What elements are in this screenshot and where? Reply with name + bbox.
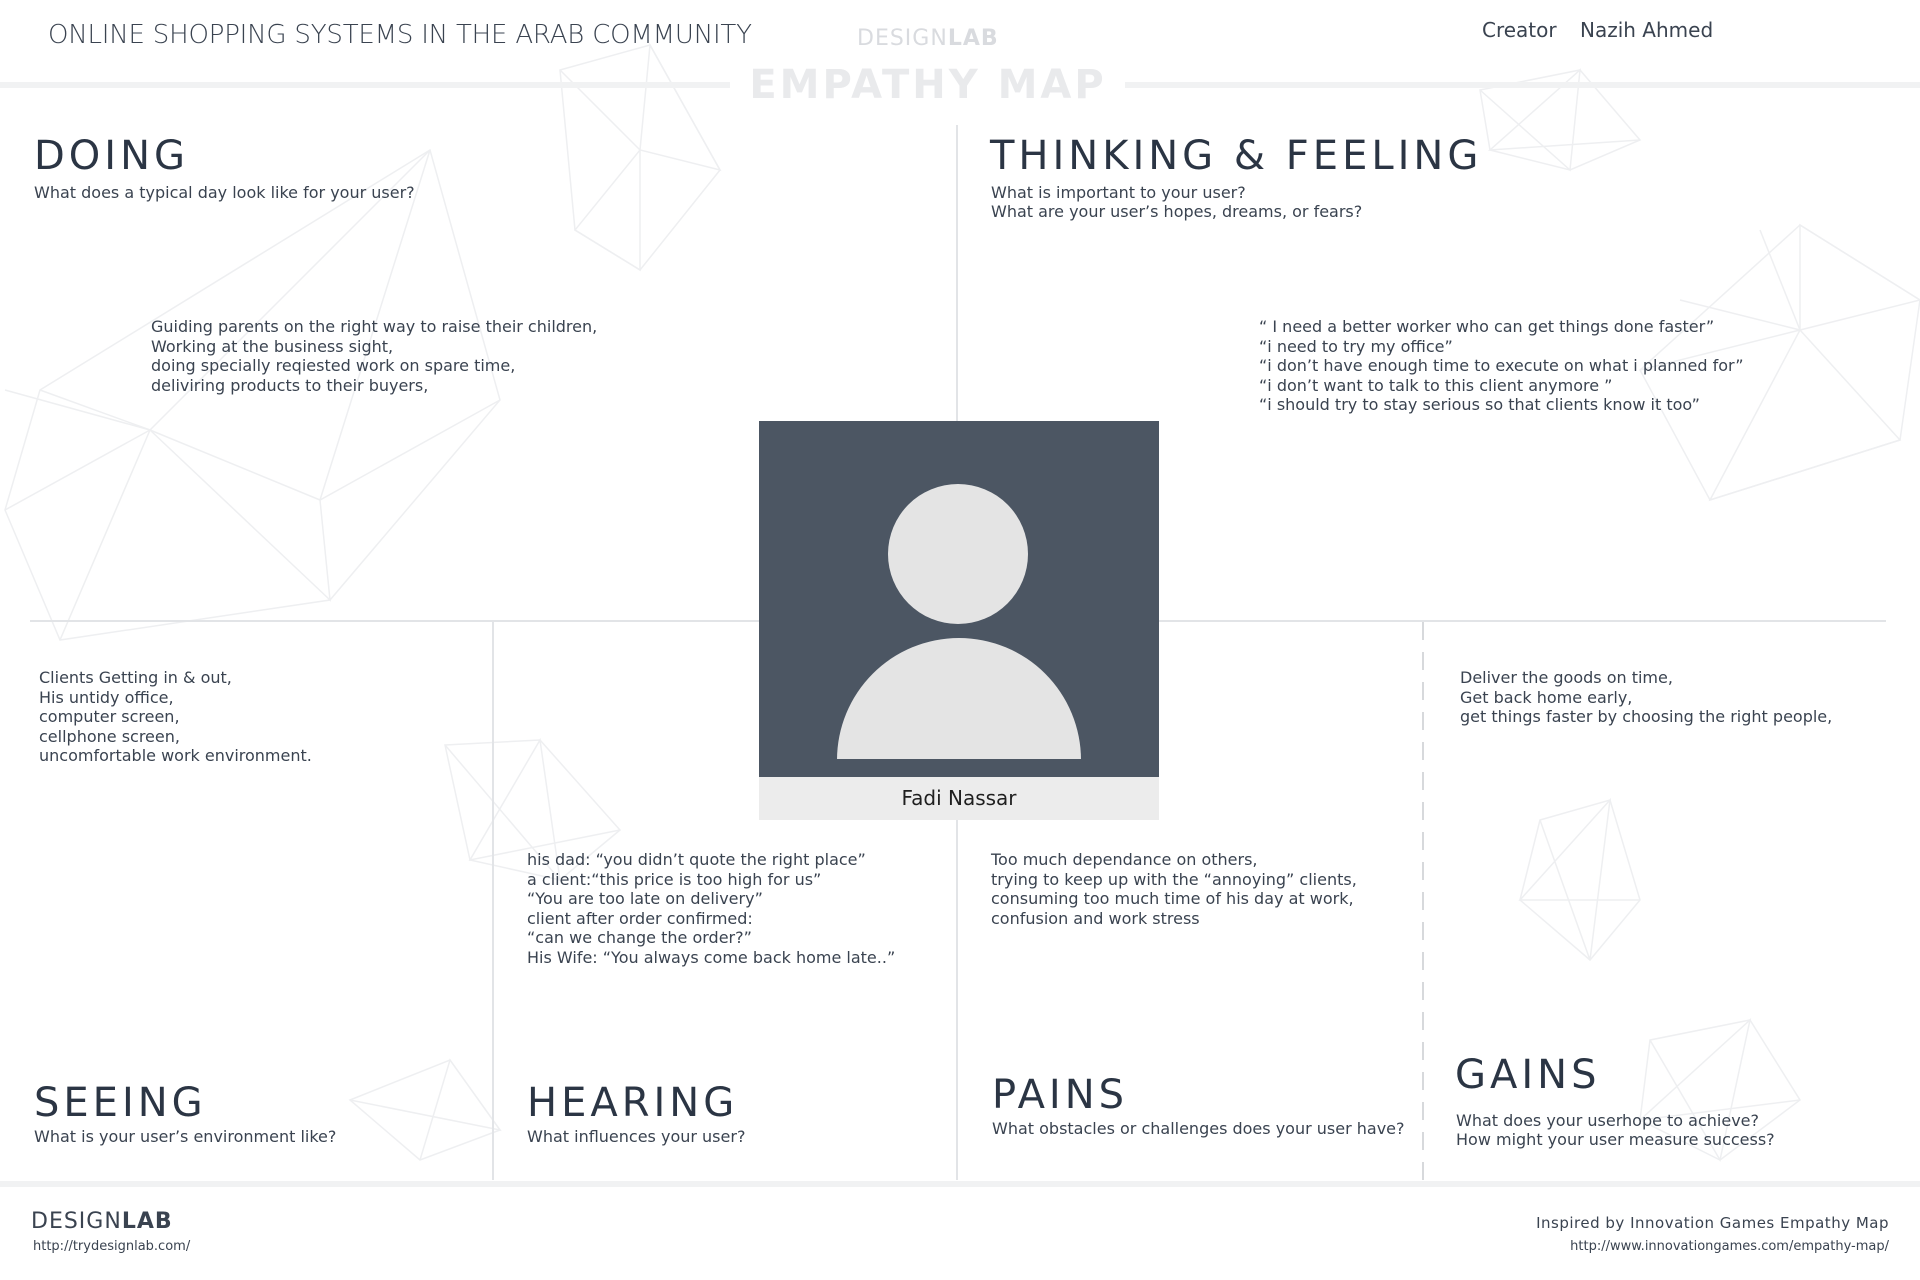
note-line: “You are too late on delivery” bbox=[527, 889, 763, 908]
note-line: Guiding parents on the right way to rais… bbox=[151, 317, 598, 336]
note-line: uncomfortable work environment. bbox=[39, 746, 312, 765]
doing-prompt: What does a typical day look like for yo… bbox=[34, 183, 415, 202]
hearing-notes: his dad: “you didn’t quote the right pla… bbox=[527, 850, 895, 967]
gains-heading: GAINS bbox=[1455, 1052, 1601, 1098]
note-line: Too much dependance on others, bbox=[991, 850, 1258, 869]
note-line: Deliver the goods on time, bbox=[1460, 668, 1673, 687]
header-divider bbox=[1125, 82, 1920, 88]
designlab-link[interactable]: http://trydesignlab.com/ bbox=[33, 1239, 191, 1254]
thinking-prompt: What is important to your user? What are… bbox=[991, 183, 1363, 221]
note-line: His untidy office, bbox=[39, 687, 174, 707]
note-line: Working at the business sight, bbox=[151, 336, 394, 356]
user-avatar-icon bbox=[759, 421, 1159, 777]
thinking-heading: THINKING & FEELING bbox=[990, 133, 1483, 179]
note-line: “i don’t have enough time to execute on … bbox=[1259, 356, 1744, 375]
right-vertical-divider-dashed bbox=[1422, 622, 1424, 1180]
page-title: ONLINE SHOPPING SYSTEMS IN THE ARAB COMM… bbox=[48, 20, 752, 50]
pains-heading: PAINS bbox=[992, 1072, 1129, 1118]
note-line: doing specially reqiested work on spare … bbox=[151, 356, 516, 375]
doing-notes: Guiding parents on the right way to rais… bbox=[151, 317, 597, 395]
note-line: “i should try to stay serious so that cl… bbox=[1259, 395, 1700, 414]
note-line: “can we change the order?” bbox=[527, 928, 752, 947]
note-line: confusion and work stress bbox=[991, 908, 1200, 928]
gains-notes: Deliver the goods on time, Get back home… bbox=[1460, 668, 1832, 727]
creator-label: Creator bbox=[1482, 18, 1557, 42]
note-line: his dad: “you didn’t quote the right pla… bbox=[527, 850, 866, 869]
note-line: “i need to try my office” bbox=[1259, 336, 1453, 356]
persona-name: Fadi Nassar bbox=[759, 777, 1159, 820]
avatar-body bbox=[837, 638, 1081, 777]
note-line: Clients Getting in & out, bbox=[39, 668, 232, 687]
creator-name: Nazih Ahmed bbox=[1580, 18, 1714, 42]
thinking-notes: “ I need a better worker who can get thi… bbox=[1259, 317, 1744, 415]
innovationgames-link[interactable]: http://www.innovationgames.com/empathy-m… bbox=[1570, 1239, 1889, 1254]
avatar-head bbox=[888, 484, 1028, 624]
note-line: deliviring products to their buyers, bbox=[151, 375, 429, 395]
gains-prompt: What does your userhope to achieve? How … bbox=[1456, 1111, 1775, 1149]
pains-prompt: What obstacles or challenges does your u… bbox=[992, 1119, 1405, 1138]
note-line: client after order confirmed: bbox=[527, 908, 753, 928]
note-line: computer screen, bbox=[39, 707, 180, 726]
note-line: cellphone screen, bbox=[39, 726, 180, 746]
header-divider bbox=[0, 82, 730, 88]
note-line: a client:“this price is too high for us” bbox=[527, 869, 822, 889]
note-line: consuming too much time of his day at wo… bbox=[991, 889, 1354, 908]
seeing-heading: SEEING bbox=[34, 1080, 207, 1126]
footer-credit: Inspired by Innovation Games Empathy Map bbox=[1536, 1214, 1889, 1232]
seeing-notes: Clients Getting in & out, His untidy off… bbox=[39, 668, 312, 766]
footer-divider bbox=[0, 1181, 1920, 1187]
left-vertical-divider bbox=[492, 622, 494, 1180]
map-title: EMPATHY MAP bbox=[749, 62, 1107, 108]
doing-heading: DOING bbox=[34, 133, 189, 179]
note-line: get things faster by choosing the right … bbox=[1460, 707, 1833, 726]
hearing-prompt: What influences your user? bbox=[527, 1127, 746, 1146]
note-line: Get back home early, bbox=[1460, 687, 1633, 707]
hearing-heading: HEARING bbox=[527, 1080, 739, 1126]
seeing-prompt: What is your user’s environment like? bbox=[34, 1127, 337, 1146]
header-logo: DESIGNLAB bbox=[857, 26, 999, 51]
footer-logo: DESIGNLAB bbox=[31, 1209, 173, 1234]
note-line: His Wife: “You always come back home lat… bbox=[527, 947, 896, 967]
note-line: trying to keep up with the “annoying” cl… bbox=[991, 869, 1357, 889]
pains-notes: Too much dependance on others, trying to… bbox=[991, 850, 1357, 928]
note-line: “i don’t want to talk to this client any… bbox=[1259, 375, 1613, 395]
note-line: “ I need a better worker who can get thi… bbox=[1259, 317, 1715, 336]
